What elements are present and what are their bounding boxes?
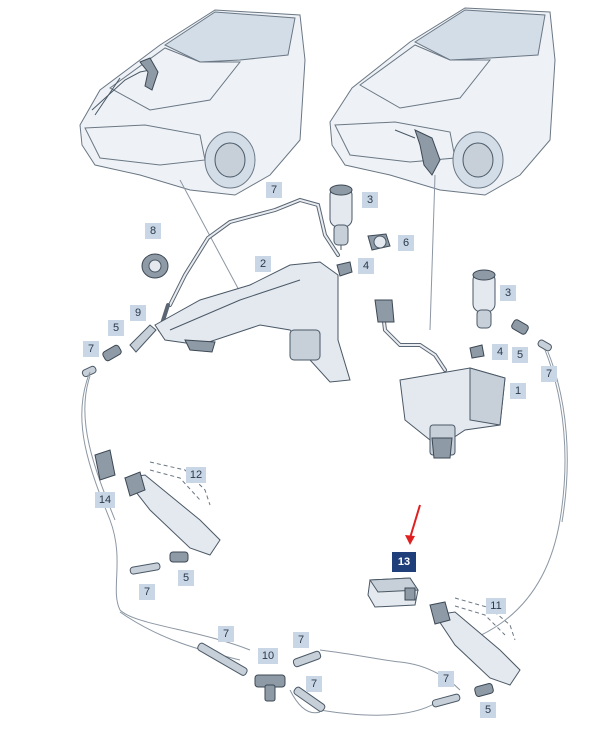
callout-c7f[interactable]: 7 [293,632,309,648]
headlight-washer-left [94,449,221,556]
svg-text:5: 5 [485,704,491,716]
svg-text:13: 13 [398,556,410,568]
svg-text:5: 5 [183,572,189,584]
svg-text:7: 7 [546,368,552,380]
reservoir-bracket-2 [154,261,351,383]
svg-text:1: 1 [515,385,521,397]
svg-text:7: 7 [271,184,277,196]
hose-piece-7-right [537,339,552,352]
svg-text:10: 10 [262,650,274,662]
callout-c7c[interactable]: 7 [541,366,557,382]
callout-c6[interactable]: 6 [398,235,414,251]
callout-c7h[interactable]: 7 [438,671,454,687]
washer-pump-right [472,269,496,329]
callout-c9[interactable]: 9 [130,305,146,321]
svg-text:7: 7 [144,586,150,598]
callout-c3b[interactable]: 3 [500,285,516,301]
svg-text:7: 7 [443,673,449,685]
callout-c5c[interactable]: 5 [178,570,194,586]
connector-5-right [511,319,529,335]
callout-c10[interactable]: 10 [258,648,278,664]
headlight-washer-right [429,597,521,686]
washer-reservoir-1 [374,299,506,459]
connector-6 [367,233,391,251]
callout-c7a[interactable]: 7 [266,182,282,198]
callout-c4b[interactable]: 4 [492,344,508,360]
callout-c14[interactable]: 14 [95,492,115,508]
svg-text:5: 5 [113,322,119,334]
svg-text:12: 12 [190,469,202,481]
callout-c7b[interactable]: 7 [83,341,99,357]
callout-c11[interactable]: 11 [486,598,506,614]
connector-5-left [102,344,122,362]
callout-c7g[interactable]: 7 [306,676,322,692]
callout-c2[interactable]: 2 [255,256,271,272]
hose-piece-7-left [81,365,97,378]
svg-text:2: 2 [260,258,266,270]
callout-c8[interactable]: 8 [145,223,161,239]
svg-text:11: 11 [490,600,501,612]
grommet-8 [141,253,169,279]
connector-5-lower-left [169,551,189,563]
car-illustration-left [79,9,306,196]
callout-c3a[interactable]: 3 [362,192,378,208]
callout-c5d[interactable]: 5 [480,702,496,718]
callout-c5b[interactable]: 5 [512,347,528,363]
svg-text:7: 7 [311,678,317,690]
connector-5-lower-right [474,683,494,697]
callout-c1[interactable]: 1 [510,383,526,399]
check-valve-9 [129,324,157,353]
control-unit-13 [367,577,419,608]
svg-text:14: 14 [99,494,111,506]
svg-text:7: 7 [223,628,229,640]
hose-piece-7-bottom-b [292,650,322,668]
svg-text:9: 9 [135,307,141,319]
hose-piece-7-bottom-c [293,686,326,712]
svg-text:4: 4 [363,260,369,272]
grommet-4-right [469,344,485,359]
hose-piece-7-lower-left [129,562,161,575]
callout-c4a[interactable]: 4 [358,258,374,274]
callout-c5a[interactable]: 5 [108,320,124,336]
callout-c7d[interactable]: 7 [139,584,155,600]
washer-pump-upper [329,184,353,250]
svg-text:3: 3 [367,194,373,206]
grommet-4-upper [336,261,353,277]
svg-text:7: 7 [88,343,94,355]
callout-labels: 7 3 6 8 2 4 9 5 7 3 4 5 7 1 12 14 5 7 13… [83,182,557,718]
svg-text:8: 8 [150,225,156,237]
callout-c12[interactable]: 12 [186,467,206,483]
callout-c7e[interactable]: 7 [218,626,234,642]
highlight-arrow [405,504,421,545]
svg-text:7: 7 [298,634,304,646]
svg-text:3: 3 [505,287,511,299]
svg-text:6: 6 [403,237,409,249]
hose-piece-7-bottom-a [197,642,248,676]
callout-c13[interactable]: 13 [392,552,416,572]
t-piece-10 [254,674,286,702]
car-illustration-right [329,7,556,196]
hose-piece-7-lower-right [431,693,461,708]
svg-text:5: 5 [517,349,523,361]
svg-text:4: 4 [497,346,503,358]
